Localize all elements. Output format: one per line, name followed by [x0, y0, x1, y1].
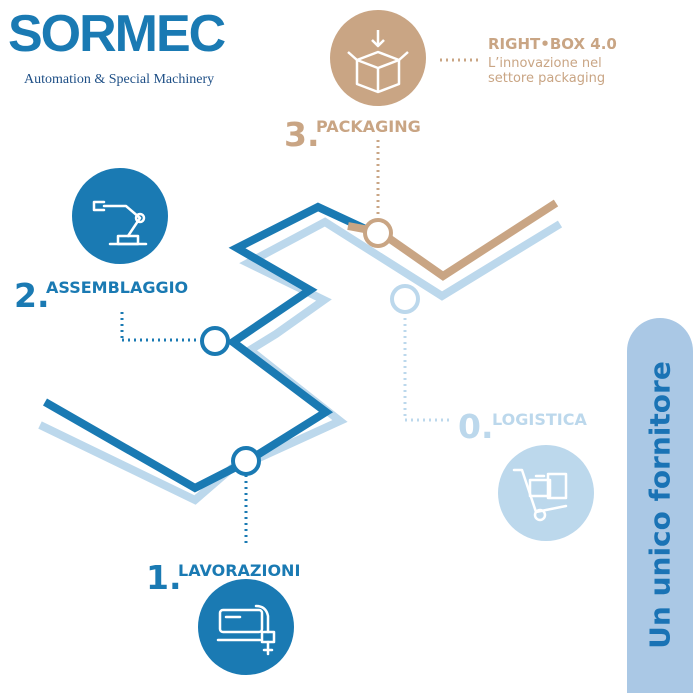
step-label-packaging: PACKAGING: [316, 117, 421, 136]
hand-truck-icon: [498, 445, 594, 541]
step-number-assemblaggio: 2.: [14, 276, 50, 315]
step-label-logistica: LOGISTICA: [492, 410, 587, 429]
side-panel: [627, 318, 693, 693]
step-number-lavorazioni: 1.: [146, 558, 182, 597]
path-main: [43, 202, 374, 493]
side-panel-text: Un unico fornitore: [643, 361, 677, 649]
rightbox-title: RIGHT•BOX 4.0: [488, 35, 617, 53]
robot-arm-icon: [72, 168, 168, 264]
machining-icon: [198, 579, 294, 675]
brand-tagline: Automation & Special Machinery: [24, 72, 215, 87]
node-lavorazioni: [231, 446, 261, 476]
step-label-lavorazioni: LAVORAZIONI: [178, 561, 301, 580]
rightbox-subtitle-line1: L’innovazione nel: [488, 56, 602, 71]
step-number-logistica: 0.: [458, 407, 494, 446]
box-icon: [330, 10, 426, 106]
node-packaging: [363, 218, 393, 248]
node-logistica: [390, 284, 420, 314]
step-number-packaging: 3.: [284, 115, 320, 154]
node-assemblaggio: [200, 326, 230, 356]
rightbox-subtitle: L’innovazione nel settore packaging: [488, 56, 638, 86]
brand-logo: SORMEC: [8, 5, 226, 63]
rightbox-subtitle-line2: settore packaging: [488, 71, 606, 86]
step-label-assemblaggio: ASSEMBLAGGIO: [46, 278, 189, 297]
